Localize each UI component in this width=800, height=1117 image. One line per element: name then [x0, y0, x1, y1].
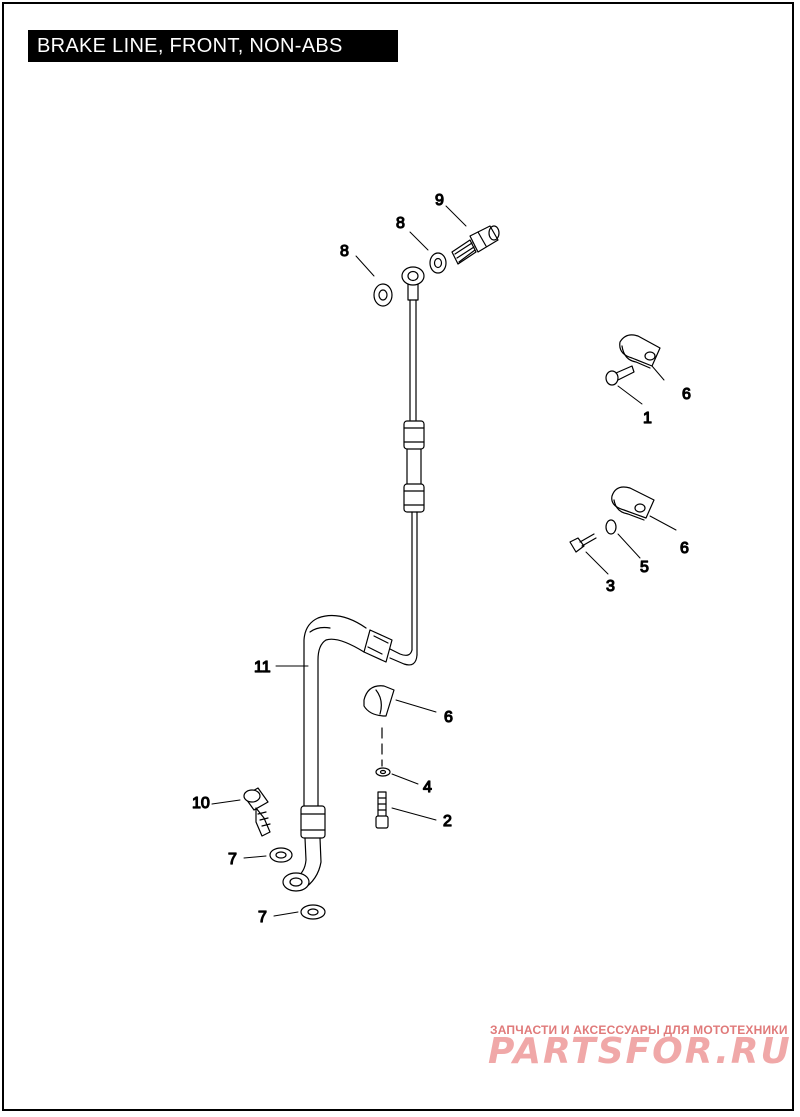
callout-11: 11	[254, 659, 271, 676]
callout-6-upper: 6	[682, 386, 691, 403]
callout-4: 4	[423, 779, 432, 796]
callout-7-upper: 7	[228, 851, 237, 868]
screw-3	[569, 533, 597, 553]
clamp-6-lower	[363, 685, 395, 717]
watermark-caption: ЗАПЧАСТИ И АКСЕССУАРЫ ДЛЯ МОТОТЕХНИКИ	[490, 1023, 788, 1037]
lockwasher-5	[605, 519, 617, 535]
callout-8-left: 8	[340, 243, 349, 260]
watermark-logo: PARTSFOR.RU	[488, 1031, 792, 1072]
callout-3: 3	[606, 578, 615, 595]
callout-10: 10	[192, 795, 210, 812]
callout-5: 5	[640, 559, 649, 576]
callout-7-lower: 7	[258, 909, 267, 926]
clamp-6-upper	[619, 334, 661, 369]
washer-8-left	[373, 283, 393, 307]
clamp-6-middle	[611, 486, 655, 521]
callout-2: 2	[443, 813, 452, 830]
brake-line-hose	[282, 266, 425, 892]
leader-lines	[211, 205, 677, 917]
washer-8-right	[429, 252, 447, 274]
callout-6-lower: 6	[444, 709, 453, 726]
callout-9: 9	[435, 192, 444, 209]
diagram-title: BRAKE LINE, FRONT, NON-ABS	[28, 30, 398, 62]
banjo-bolt-9	[451, 225, 500, 265]
washer-4	[375, 767, 391, 777]
banjo-bolt-10	[243, 787, 271, 837]
washer-7-upper	[269, 847, 293, 863]
screw-1	[605, 365, 635, 386]
screw-2	[375, 791, 389, 829]
callout-6-middle: 6	[680, 540, 689, 557]
callout-1: 1	[643, 410, 652, 427]
callout-8-right: 8	[396, 215, 405, 232]
washer-7-lower	[300, 904, 326, 920]
